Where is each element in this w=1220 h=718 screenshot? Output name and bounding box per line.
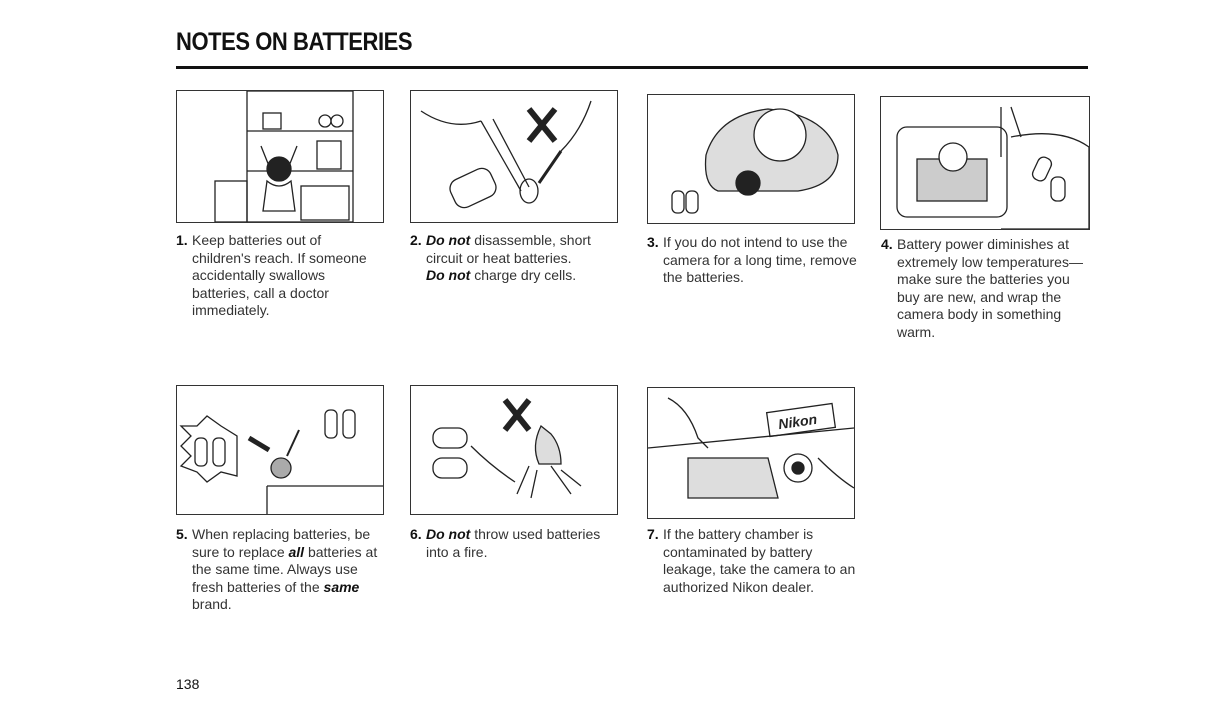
figure-replace-batteries [176,385,384,515]
note-text-part: If the battery chamber is contaminated b… [663,526,856,595]
note-number: 3. [647,234,659,250]
battery-replace-icon [179,409,383,514]
note-7: 7.If the battery chamber is contaminated… [647,526,857,596]
emphasis-text: same [323,578,360,595]
note-text: Battery power diminishes at extremely lo… [881,236,1091,341]
figure-cold-camera [880,96,1090,230]
child-cabinet-icon [214,91,354,222]
note-text-part: Battery power diminishes at extremely lo… [897,236,1083,340]
page-title: NOTES ON BATTERIES [176,28,413,56]
note-number: 5. [176,526,188,542]
note-text-part: throw used batteries into a fire. [426,526,601,560]
note-text-part: disassemble, short circuit or heat batte… [426,232,591,266]
note-text-part: If you do not intend to use the camera f… [663,234,857,285]
note-3: 3.If you do not intend to use the camera… [647,234,857,287]
fire-icon [432,398,582,499]
camera-battery-icon [671,108,839,214]
note-text: Keep batteries out of children's reach. … [176,232,382,320]
note-5: 5.When replacing batteries, be sure to r… [176,526,386,614]
note-text: If you do not intend to use the camera f… [647,234,857,287]
page-number: 138 [176,676,200,692]
note-number: 7. [647,526,659,542]
note-number: 6. [410,526,422,542]
emphasis-text: Do not [426,267,471,283]
dealer-counter-icon: Nikon [648,397,854,499]
emphasis-text: Do not [426,526,471,542]
note-number: 4. [881,236,893,252]
cold-camera-icon [896,106,1089,229]
figure-camera-batteries [647,94,855,224]
figure-child-shelf [176,90,384,223]
note-1: 1.Keep batteries out of children's reach… [176,232,382,320]
figure-fire [410,385,618,515]
note-text: When replacing batteries, be sure to rep… [176,526,386,614]
emphasis-text: Do not [426,232,471,248]
note-text-part: brand. [192,596,232,612]
note-text: Do not throw used batteries into a fire. [410,526,620,561]
note-text-part: charge dry cells. [470,267,577,283]
note-4: 4.Battery power diminishes at extremely … [881,236,1091,341]
cross-mark-icon [420,100,592,209]
emphasis-text: all [288,543,305,560]
note-6: 6.Do not throw used batteries into a fir… [410,526,620,561]
note-number: 1. [176,232,188,248]
title-rule [176,66,1088,69]
note-text: Do not disassemble, short circuit or hea… [410,232,625,285]
nikon-sign: Nikon [777,411,818,432]
note-text-part: When replacing batteries, be sure to rep… [192,526,371,560]
note-2: 2.Do not disassemble, short circuit or h… [410,232,625,285]
figure-dealer: Nikon [647,387,855,519]
note-text-part: batteries at the same time. Always use f… [192,543,378,595]
note-text-part: Keep batteries out of children's reach. … [192,232,367,318]
note-text: If the battery chamber is contaminated b… [647,526,857,596]
figure-disassemble [410,90,618,223]
note-number: 2. [410,232,422,248]
